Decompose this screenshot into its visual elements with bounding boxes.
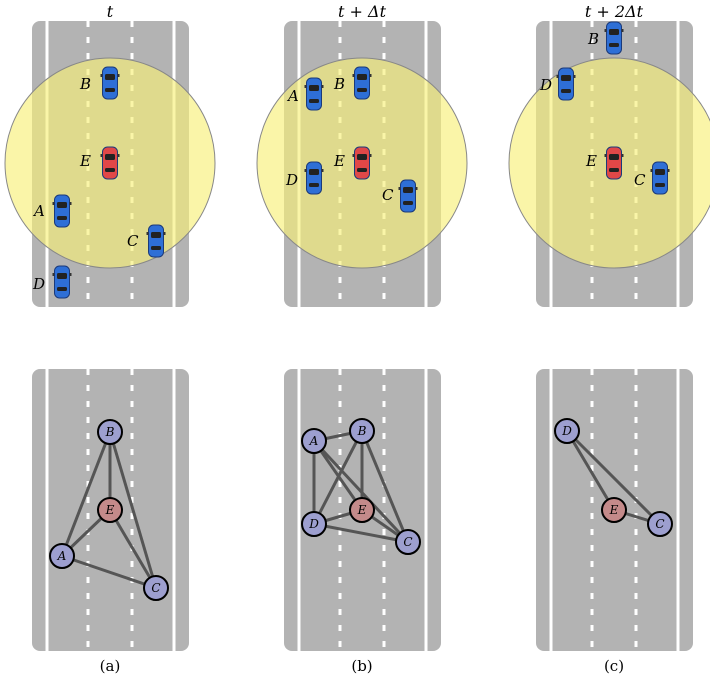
graph-node-c-b: C [395,529,421,555]
edge-a-c [61,554,157,590]
vehicle-label-b-b: B [333,75,345,93]
graph-node-label-a-b: A [309,434,319,448]
vehicle-d-a: D [32,265,72,299]
graph-node-a-b: A [301,428,327,454]
graph-node-b-b: B [349,418,375,444]
caption-b: (b) [351,657,372,675]
vehicle-label-e-c: E [585,152,597,170]
graph-node-label-c-b: C [403,535,412,549]
edge-d-c [565,429,662,526]
graph-node-e-b: E [349,497,375,523]
panel-b: t + Δt A B E D C [256,2,468,675]
vehicle-label-e-b: E [333,152,345,170]
vehicle-b-b: B [333,66,372,100]
vehicle-label-d-a: D [32,275,45,293]
vehicle-c-b: C [382,179,418,213]
time-label-c: t + 2Δt [585,2,644,21]
graph-node-label-a-a: A [57,549,67,563]
vehicle-label-a-a: A [32,202,45,220]
edge-b-d [312,430,364,525]
vehicle-c-a: C [127,224,166,258]
vehicle-label-d-b: D [285,171,298,189]
vehicle-label-c-a: C [127,232,139,250]
vehicle-b-c: B [587,21,624,55]
edge-b-a [60,431,112,557]
vehicle-label-b-a: B [79,75,91,93]
vehicle-e-b: E [333,146,372,180]
graph-node-c-a: C [143,575,169,601]
edge-d-e [565,430,616,511]
vehicle-d-b: D [285,161,324,195]
graph-node-label-d-c: D [561,424,572,438]
caption-a: (a) [100,657,121,675]
graph-node-label-b-a: B [105,425,115,439]
vehicle-c-c: C [634,161,670,195]
graph-node-label-e-b: E [357,503,367,517]
graph-node-c-c: C [647,511,673,537]
graph-node-label-e-a: E [105,503,115,517]
vehicle-e-c: E [585,146,624,180]
graph-node-label-c-c: C [655,517,664,531]
graph-node-d-c: D [554,418,580,444]
vehicle-a-b: A [286,77,324,111]
edge-d-c [313,522,409,544]
vehicle-label-e-a: E [79,152,91,170]
graph-node-b-a: B [97,419,123,445]
panel-a: t B E A C D [4,2,216,675]
vehicle-a-a: A [32,194,72,228]
graph-node-d-b: D [301,511,327,537]
panel-c: t + 2Δt B D E C [508,2,710,675]
vehicle-b-a: B [79,66,120,100]
graph-node-label-c-a: C [151,581,160,595]
vehicle-e-a: E [79,146,120,180]
caption-c: (c) [604,657,624,675]
vehicle-label-d-c: D [539,76,552,94]
graph-node-label-e-c: E [609,503,619,517]
time-label-b: t + Δt [338,2,387,21]
time-label-a: t [107,2,114,21]
vehicle-d-c: D [539,67,576,101]
edge-b-c [108,431,158,589]
graph-node-label-d-b: D [308,517,319,531]
graph-node-e-c: E [601,497,627,523]
edge-b-c [360,430,410,543]
vehicle-label-c-b: C [382,186,394,204]
graph-node-a-a: A [49,543,75,569]
vehicle-label-b-c: B [587,30,599,48]
graph-node-e-a: E [97,497,123,523]
vehicle-label-a-b: A [286,87,299,105]
graph-node-label-b-b: B [357,424,367,438]
vehicle-label-c-c: C [634,171,646,189]
edge-e-c [108,509,158,589]
